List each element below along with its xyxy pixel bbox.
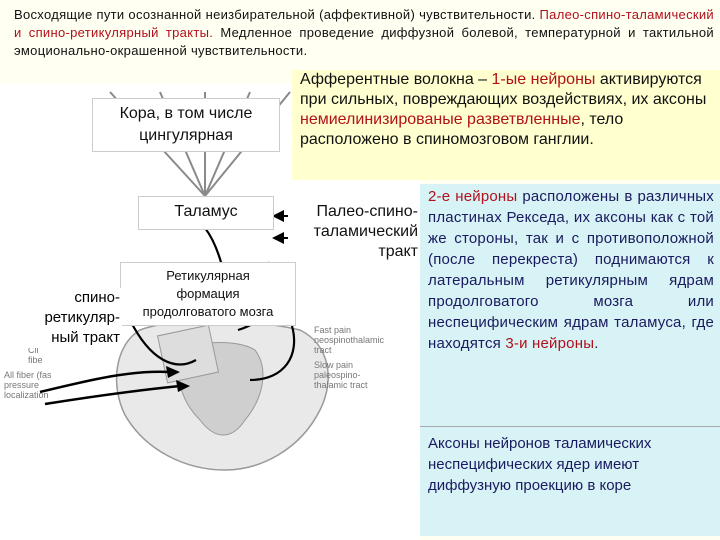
cortex-label: Кора, в том числе цингулярная [92, 98, 280, 152]
small-label: Slow pain [314, 360, 353, 370]
reticular-line2: формация [176, 286, 240, 301]
arrow-head-icon [176, 380, 190, 392]
small-label: thalamic tract [314, 380, 368, 390]
small-label: paleospino- [314, 370, 361, 380]
small-label: neospinothalamic [314, 335, 385, 345]
second-text-part: расположены в различных пластинах Рексед… [428, 188, 714, 352]
spinoreticular-line3: ный тракт [51, 329, 120, 346]
small-label: Cli [28, 345, 39, 355]
second-text-part: . [594, 335, 599, 352]
small-label: Fast pain [314, 325, 351, 335]
second-neurons-highlight: 2-е нейроны [428, 188, 518, 205]
intro-line1: Восходящие пути осознанной неизбирательн… [14, 7, 536, 22]
afferent-text-part: активируются при сильных, повреждающих в… [300, 71, 702, 108]
reticular-line3: продолговатого мозга [142, 304, 274, 319]
spinal-cord-section [115, 320, 329, 471]
afferent-text-part: их аксоны [631, 91, 707, 108]
reticular-formation-label: Ретикулярная формация продолговатого моз… [120, 262, 296, 326]
small-label: All fiber (fas [4, 370, 52, 380]
paleo-line1: Палео-спино- [316, 203, 418, 220]
cortex-label-line1: Кора, в том числе [119, 105, 253, 122]
thalamic-axons-text: Аксоны нейронов таламических неспецифиче… [420, 426, 720, 536]
small-label: tract [314, 345, 332, 355]
paleo-spinothalamic-label: Палео-спино- таламический тракт [290, 202, 418, 262]
intro-description: Медленное проведение диффузной болевой, … [14, 25, 714, 58]
third-neurons-highlight: 3-и нейроны [505, 335, 595, 352]
afferent-text-part: , тело расположено в спиномозговом гангл… [300, 111, 624, 148]
arrow-head-icon [272, 210, 284, 222]
small-label: fibe [28, 355, 43, 365]
spinoreticular-line1: спино- [74, 289, 120, 306]
afferent-text-part: Афферентные волокна – [300, 71, 492, 88]
paleo-line3: тракт [378, 243, 418, 260]
afferent-fibers-text: Афферентные волокна – 1-ые нейроны актив… [292, 70, 720, 180]
unmyelinated-highlight: немиелинизированые разветвленные [300, 111, 581, 128]
paleo-line2: таламический [313, 223, 418, 240]
cortex-label-line2: цингулярная [139, 127, 233, 144]
intro-tracts-title: Палео-спино-таламический и спино-ретикул… [14, 7, 714, 40]
second-neurons-text: 2-е нейроны расположены в различных плас… [420, 184, 720, 426]
spinoreticular-line2: ретикуляр- [44, 309, 120, 326]
first-neurons-highlight: 1-ые нейроны [491, 71, 596, 88]
thalamus-label: Таламус [138, 196, 274, 230]
arrow-head-icon [166, 366, 180, 378]
intro-text: Восходящие пути осознанной неизбирательн… [14, 6, 714, 60]
reticular-line1: Ретикулярная [166, 268, 250, 283]
afferent-fibers [39, 370, 181, 406]
arrow-head-icon [272, 232, 284, 244]
small-label: pressure [4, 380, 39, 390]
spinoreticular-tract-label: спино- ретикуляр- ный тракт [8, 288, 122, 348]
small-label: localization [4, 390, 49, 400]
